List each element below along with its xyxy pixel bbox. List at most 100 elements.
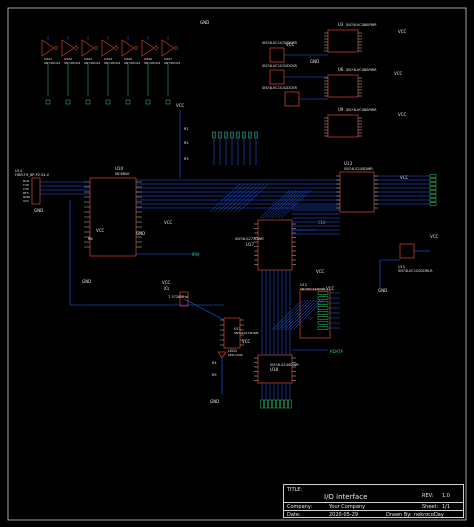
inverter-part: SN74HC04: [164, 61, 180, 65]
u12-input-label-box: [317, 296, 329, 300]
bus-resistor: [276, 399, 280, 409]
bus-entry: [221, 183, 253, 213]
u12-input-label-box: [317, 326, 329, 330]
bus-resistor: [272, 399, 276, 409]
inverter-ref: U5A6: [144, 57, 152, 61]
vcc-label: VCC: [316, 269, 325, 274]
u6-and-gate: U6 SN74LVC08APWR: [327, 67, 377, 98]
bus-entry: [268, 189, 300, 219]
u8-or-gate: SN74LVC1G32DCKR: [262, 86, 300, 107]
bus-resistor: [288, 399, 292, 409]
output-resistor: [429, 174, 437, 178]
u13-transceiver: U13 SN74LS245DWR: [339, 161, 375, 213]
bus-entry: [271, 299, 303, 331]
inverter-test-point: [105, 99, 111, 105]
inverter-bubble: [174, 46, 178, 50]
resistor-labels: R1 R2 R3 R4 R5 R6: [88, 127, 217, 377]
u12-input-label-box: [317, 316, 329, 320]
bus-entry: [283, 299, 315, 331]
u10-label: U10: [115, 166, 123, 171]
bus-entry: [277, 189, 309, 219]
irq-label: IRQ: [192, 252, 199, 257]
vcc-label: VCC: [430, 234, 439, 239]
u15-nor-gate: U15 SN74LVC1G02DRLR: [398, 243, 433, 273]
header-pin-label: GND: [23, 195, 31, 199]
gnd-label: GND: [210, 399, 219, 404]
bus-entry: [289, 299, 321, 331]
drawn-value: nekrocoDay: [414, 512, 444, 518]
output-resistor: [429, 182, 437, 186]
bus-entry: [271, 189, 303, 219]
vcc-label: VCC: [326, 286, 335, 291]
inverter-test-point: [165, 99, 171, 105]
bus-entry: [274, 189, 306, 219]
output-resistor: [429, 194, 437, 198]
inverter-bubble: [74, 46, 78, 50]
gnd-label: GND: [310, 59, 319, 64]
gnd-label: GND: [378, 288, 387, 293]
bus-resistor: [280, 399, 284, 409]
header-pin-label: RxD: [23, 179, 30, 183]
u4-part: SN74LVC1G32DCKR: [262, 64, 298, 68]
inverter-bubble: [134, 46, 138, 50]
inverter-gate: [81, 39, 95, 57]
u12-part: SN74HC244DWR: [300, 287, 325, 291]
inverter-ref: U5A7: [164, 57, 172, 61]
net-labels: VCC VCC VCC VCC VCC VCC VCC VCC VCC VCC …: [34, 20, 439, 404]
vcc-label: VCC: [176, 103, 185, 108]
bus-entry: [233, 183, 265, 213]
bus-entry: [225, 183, 257, 213]
u10-acia: U10 MC6850: [89, 166, 137, 257]
u4-or-gate: SN74LVC1G32DCKR: [262, 64, 298, 85]
u6-label: U6: [338, 67, 344, 72]
sheet-value: 1/1: [442, 504, 451, 510]
bus-entry: [209, 183, 241, 213]
latch-test-point: [212, 131, 216, 139]
latch-test-point: [218, 131, 222, 139]
u11-label: U11: [234, 327, 241, 331]
bus-resistor: [268, 399, 272, 409]
title-block: TITLE: I/O interface REV: 1.0 Company: Y…: [283, 484, 464, 518]
title-label: TITLE:: [287, 487, 303, 493]
bus-entry: [262, 189, 294, 219]
resistor-label: R5: [212, 373, 217, 377]
inverter-part: SN74HC04: [64, 61, 80, 65]
u9-and-gate: U9 SN74LVC08APWR: [327, 107, 377, 138]
output-resistor: [429, 202, 437, 206]
inverter-test-point: [45, 99, 51, 105]
u12-label: U12: [300, 283, 307, 287]
inverter-ref: U5A5: [124, 57, 132, 61]
u12-input-label-box: [317, 306, 329, 310]
rev-value: 1.0: [442, 493, 450, 499]
u17-latch: SN74LS273DWR U17: [235, 219, 293, 271]
inverter-part: SN74HC04: [44, 61, 60, 65]
header-pin-label: CTS: [23, 187, 29, 191]
inverter-gate: [161, 39, 175, 57]
gnd-label: GND: [34, 208, 43, 213]
u13-label: U13: [344, 161, 352, 166]
vcc-label: VCC: [400, 175, 409, 180]
inverter-bubble: [154, 46, 158, 50]
latch-test-point: [224, 131, 228, 139]
inverter-bubble: [94, 46, 98, 50]
inverter-ref: U5A3: [84, 57, 92, 61]
inverter-row: U5A1SN74HC04U5A2SN74HC04U5A3SN74HC04U5A4…: [41, 39, 180, 105]
gnd-label: GND: [200, 20, 209, 25]
output-resistor: [429, 190, 437, 194]
bus-entry: [237, 183, 269, 213]
inverter-gate: [141, 39, 155, 57]
u14-header: U14 HDR-TH_8P-P2.54-V RxD TxD CTS RTS GN…: [15, 169, 50, 205]
u12-input-label-box: [317, 311, 329, 315]
u14-label: U14: [15, 169, 23, 173]
company-value: Your Company: [329, 504, 366, 510]
resistor-label: R3: [184, 157, 189, 161]
bus-resistor: [284, 399, 288, 409]
crystal-wire: [183, 298, 225, 321]
vcc-label: VCC: [162, 280, 171, 285]
output-resistor: [429, 178, 437, 182]
u17-label: U17: [246, 242, 254, 247]
bus-entry: [213, 183, 245, 213]
latch-test-point: [242, 131, 246, 139]
latch-test-point: [230, 131, 234, 139]
bus-entry: [265, 189, 297, 219]
